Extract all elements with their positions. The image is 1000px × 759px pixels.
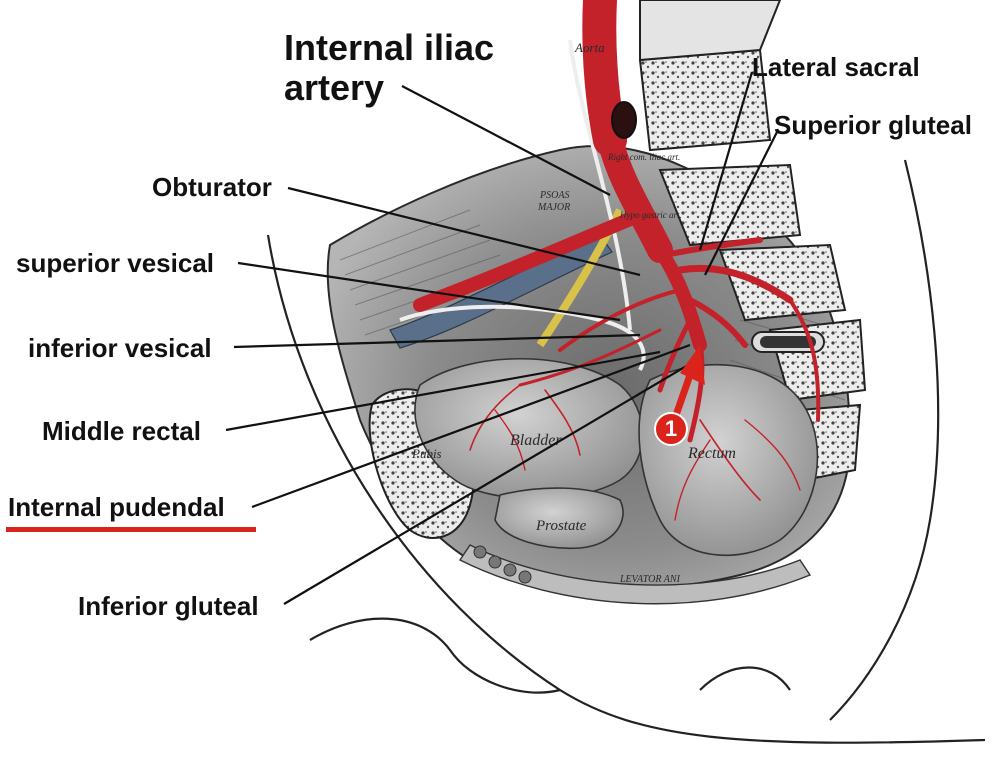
label-lateral-sacral: Lateral sacral	[752, 52, 920, 82]
label-middle-rectal: Middle rectal	[42, 416, 201, 446]
label-obturator: Obturator	[152, 172, 272, 202]
label-internal-iliac-artery: Internal iliac artery	[284, 27, 495, 109]
engraving-labels: Aorta PSOAS MAJOR Right com. iliac art. …	[411, 40, 736, 585]
right-com-iliac-engraving: Right com. iliac art.	[607, 152, 680, 162]
body-outline	[266, 159, 986, 744]
rectum-engraving: Rectum	[687, 445, 736, 462]
highlight-underline	[6, 527, 256, 532]
label-superior-gluteal: Superior gluteal	[774, 110, 972, 140]
bladder-engraving: Bladder	[510, 432, 562, 449]
iliac-cut-lumen	[611, 101, 637, 139]
label-superior-vesical: superior vesical	[16, 248, 214, 278]
pubis-engraving: Pubis	[411, 446, 442, 461]
vas-deferens	[399, 304, 646, 371]
psoas-cord	[568, 39, 632, 331]
hypogastric-engraving: Hypo gastric art.	[619, 210, 682, 220]
levator-ani-engraving: LEVATOR ANI	[619, 574, 681, 585]
leader-lines	[225, 71, 779, 605]
label-inferior-gluteal: Inferior gluteal	[78, 591, 259, 621]
label-inferior-vesical: inferior vesical	[28, 333, 212, 363]
marker-pointer	[671, 345, 705, 422]
marker-number: 1	[664, 416, 678, 441]
external-iliac-vein	[389, 234, 613, 349]
levator-ani	[458, 544, 812, 605]
levator-ani-beads	[473, 545, 532, 584]
sacral-cut-section	[751, 331, 825, 353]
prostate-engraving: Prostate	[535, 518, 587, 534]
label-internal-iliac-line1: Internal iliac	[284, 27, 495, 68]
bladder	[414, 358, 644, 500]
label-internal-pudendal: Internal pudendal	[8, 492, 225, 522]
prostate	[494, 487, 624, 550]
marker-1-badge: 1	[654, 412, 688, 446]
major-engraving: MAJOR	[537, 202, 570, 213]
aorta-engraving: Aorta	[574, 40, 605, 55]
psoas-engraving: PSOAS	[539, 190, 569, 201]
label-internal-iliac-line2: artery	[284, 67, 385, 109]
